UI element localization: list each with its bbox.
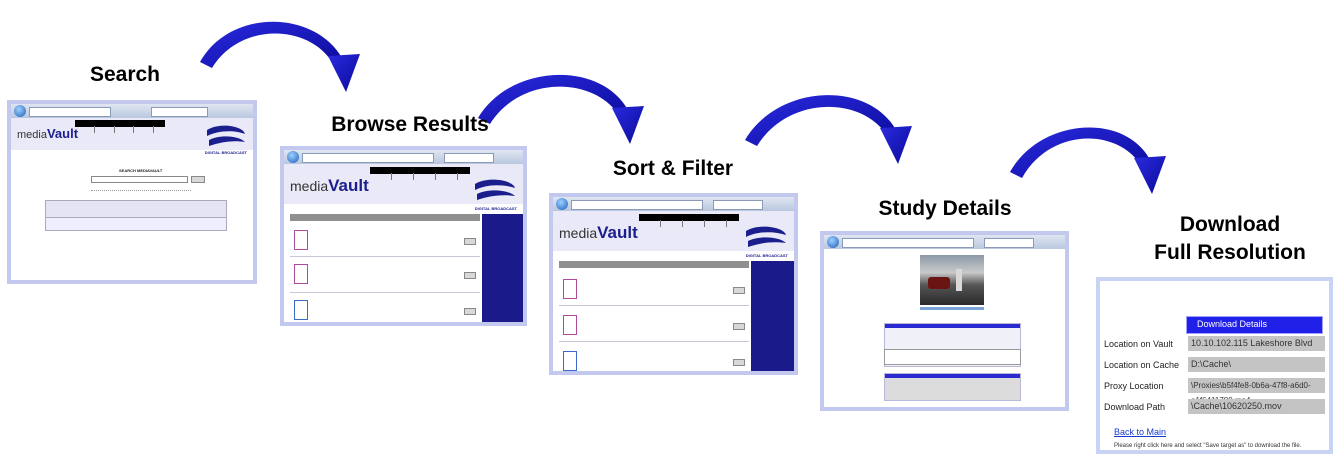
details-button[interactable] (733, 323, 745, 330)
row-divider (559, 341, 749, 342)
vault-location-label: Location on Vault (1104, 339, 1173, 349)
curved-arrow-4 (1010, 127, 1166, 194)
download-header-text: Download Details (1197, 319, 1268, 329)
detail-row-cache-location: Location on Cache D:\Cache\ (1100, 357, 1329, 376)
browser-back-icon (287, 151, 299, 163)
vault-location-value: 10.10.102.115 Lakeshore Blvd (1188, 336, 1325, 351)
brand-tagline: DIGITAL BROADCAST (474, 206, 517, 211)
step-label-download: Download (1179, 213, 1281, 236)
download-path-label: Download Path (1104, 402, 1166, 412)
app-header: mediaVault (553, 211, 794, 251)
screenshot-browse-results: mediaVault DIGITAL BROADCAST (280, 146, 527, 326)
browser-tab (984, 238, 1034, 248)
logo-media: media (559, 225, 598, 241)
advanced-panel (45, 217, 227, 231)
details-button[interactable] (464, 272, 476, 279)
logo-media: media (290, 178, 329, 194)
nav-menu (75, 120, 165, 133)
address-bar (302, 153, 434, 163)
browser-tab (151, 107, 208, 117)
date-range-row (91, 190, 191, 195)
result-thumbnail[interactable] (294, 230, 308, 250)
app-header: mediaVault (11, 118, 253, 150)
browser-back-icon (14, 105, 26, 117)
app-header: mediaVault (284, 164, 523, 204)
search-input[interactable] (91, 176, 188, 183)
row-divider (559, 305, 749, 306)
filter-sidebar (751, 261, 794, 371)
browser-toolbar (11, 104, 253, 118)
detail-row-proxy-location: Proxy Location \Proxies\b5f4fe8-0b6a-47f… (1100, 378, 1329, 405)
curved-arrow-3 (745, 95, 912, 164)
brand-tagline: DIGITAL BROADCAST (745, 253, 788, 258)
download-path-value: \Cache\10620250.mov (1188, 399, 1325, 414)
browser-tab (713, 200, 763, 210)
nav-menu (639, 214, 739, 227)
browser-toolbar (553, 197, 794, 211)
address-bar (842, 238, 974, 248)
download-header: Download Details (1186, 316, 1323, 334)
screenshot-search: mediaVault DIGITAL BROADCAST SEARCH MEDI… (7, 100, 257, 284)
file-info-panel (884, 373, 1021, 401)
result-thumbnail[interactable] (294, 264, 308, 284)
proxy-location-value: \Proxies\b5f4fe8-0b6a-47f8-a6d0-e1f64117… (1188, 378, 1325, 405)
proxy-location-label: Proxy Location (1104, 381, 1164, 391)
screenshot-sort-filter: mediaVault DIGITAL BROADCAST (549, 193, 798, 375)
back-to-main-link[interactable]: Back to Main (1114, 427, 1167, 437)
video-frame[interactable] (920, 255, 984, 305)
curved-arrow-1 (200, 21, 360, 92)
detail-row-vault-location: Location on Vault 10.10.102.115 Lakeshor… (1100, 336, 1329, 355)
search-heading: SEARCH MEDIAVAULT (119, 168, 163, 173)
result-thumbnail[interactable] (563, 351, 577, 371)
brand-swoosh-icon (207, 125, 245, 146)
browser-toolbar (824, 235, 1065, 249)
curved-arrow-2 (478, 74, 644, 144)
screenshot-download-details: Download Details Location on Vault 10.10… (1096, 277, 1333, 454)
address-bar (29, 107, 111, 117)
result-thumbnail[interactable] (563, 279, 577, 299)
results-header-bar (290, 214, 480, 221)
step-label-browse-results: Browse Results (331, 113, 489, 136)
cache-location-value: D:\Cache\ (1188, 357, 1325, 372)
details-button[interactable] (733, 359, 745, 366)
step-label-study-details: Study Details (878, 197, 1012, 220)
logo-media: media (17, 129, 47, 141)
details-button[interactable] (464, 238, 476, 245)
step-label-search: Search (89, 63, 161, 86)
browser-back-icon (556, 198, 568, 210)
step-label-sort-filter: Sort & Filter (612, 157, 734, 180)
logo-vault: Vault (328, 176, 369, 195)
download-instructions: Please right click here and select "Save… (1114, 443, 1302, 449)
brand-tagline: DIGITAL BROADCAST (204, 150, 247, 155)
browser-back-icon (827, 236, 839, 248)
address-bar (571, 200, 703, 210)
details-button[interactable] (733, 287, 745, 294)
step-label-full-resolution: Full Resolution (1154, 241, 1306, 264)
detail-row-download-path: Download Path \Cache\10620250.mov (1100, 399, 1329, 418)
results-sidebar (482, 214, 523, 322)
results-header-bar (559, 261, 749, 268)
cache-location-label: Location on Cache (1104, 360, 1180, 370)
result-thumbnail[interactable] (294, 300, 308, 320)
logo-vault: Vault (597, 223, 638, 242)
browser-tab (444, 153, 494, 163)
details-button[interactable] (464, 308, 476, 315)
player-controls[interactable] (920, 307, 984, 310)
filter-panel (45, 200, 227, 218)
nav-menu (370, 167, 470, 180)
brand-swoosh-icon (475, 179, 515, 200)
row-divider (290, 256, 480, 257)
brand-swoosh-icon (746, 226, 786, 247)
notes-textarea[interactable] (884, 349, 1021, 365)
search-button[interactable] (191, 176, 205, 183)
browser-toolbar (284, 150, 523, 164)
logo-vault: Vault (46, 126, 79, 141)
row-divider (290, 292, 480, 293)
result-thumbnail[interactable] (563, 315, 577, 335)
screenshot-study-details (820, 231, 1069, 411)
